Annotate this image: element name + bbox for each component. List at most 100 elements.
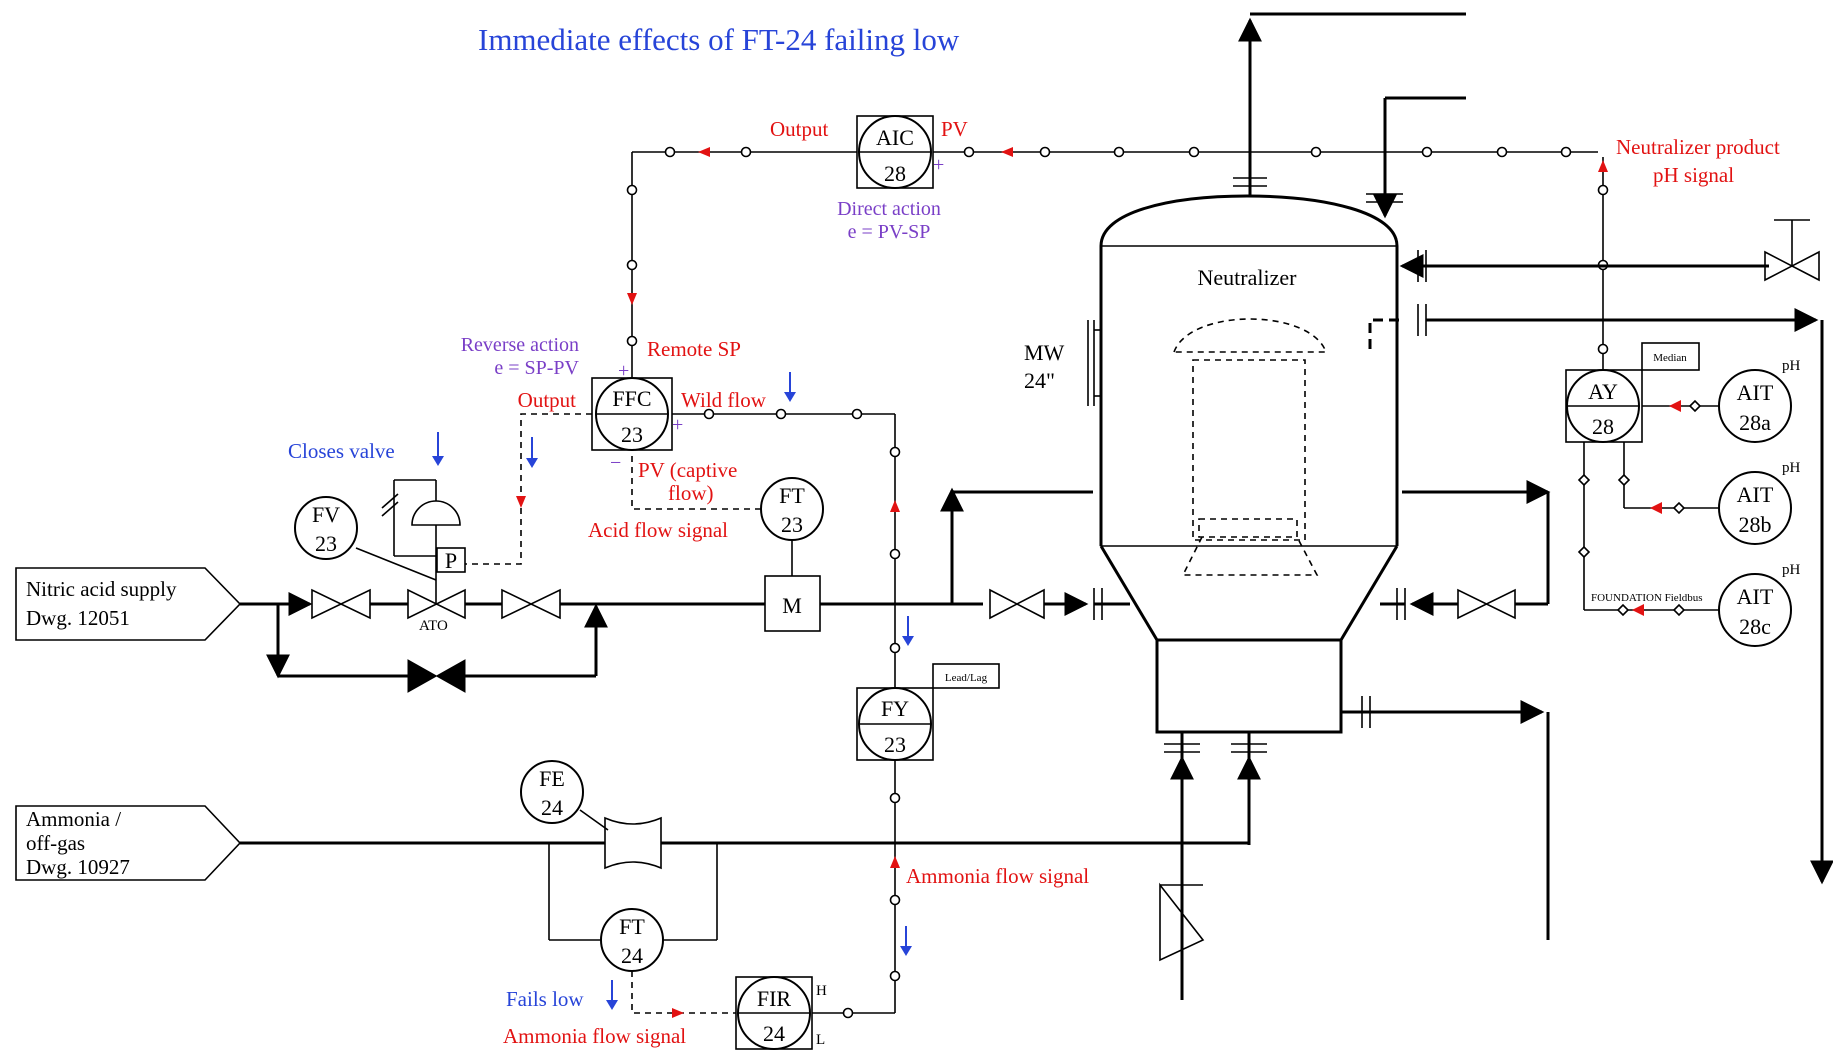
bottom-nozzles xyxy=(1159,732,1267,1000)
internal-sparger xyxy=(1198,518,1298,538)
ft23-letters: FT xyxy=(779,483,805,508)
fy-input-down-arrow-head xyxy=(902,636,914,646)
nitric-acid-pipe xyxy=(240,487,1130,679)
ffc23-letters: FFC xyxy=(612,386,651,411)
ffc-action-line2: e = SP-PV xyxy=(494,357,579,379)
ffc-plus-pv-side: + xyxy=(672,414,683,436)
top-outlet-pipe xyxy=(1233,12,1466,196)
ait28b-letters: AIT xyxy=(1737,482,1774,507)
nitric-acid-supply: Nitric acid supply Dwg. 12051 xyxy=(15,567,242,641)
gate-valve-downstream xyxy=(501,588,561,620)
fe24-number: 24 xyxy=(541,795,563,820)
aic28-letters: AIC xyxy=(876,125,914,150)
ph-signal-label-line1: Neutralizer product xyxy=(1616,135,1780,159)
internal-skirt xyxy=(1181,536,1319,576)
ffc-plus-sp: + xyxy=(618,360,629,382)
ait28a-unit: pH xyxy=(1782,358,1801,374)
ffc-output-down-arrow-head xyxy=(526,458,538,468)
fieldbus-links xyxy=(1577,399,1719,617)
fe24-letters: FE xyxy=(539,766,565,791)
instrument-ffc23: FFC 23 xyxy=(591,377,673,451)
instrument-ay28: AY 28 Median xyxy=(1565,342,1700,443)
instrument-aic28: AIC 28 xyxy=(856,115,934,189)
acid-flow-signal-label: Acid flow signal xyxy=(588,518,728,542)
top-inlet-pipe xyxy=(1366,96,1466,219)
aic-action-line2: e = PV-SP xyxy=(848,221,931,243)
fir24-high: H xyxy=(816,983,827,999)
manway: MW 24" xyxy=(1024,320,1101,406)
fails-low-label: Fails low xyxy=(506,987,584,1011)
fy23-number: 23 xyxy=(884,732,906,757)
ait28a-number: 28a xyxy=(1739,410,1771,435)
ait28c-number: 28c xyxy=(1739,614,1771,639)
ammonia-label-line3: Dwg. 10927 xyxy=(26,855,130,879)
closes-valve-arrow-head xyxy=(432,456,444,466)
ffc23-number: 23 xyxy=(621,422,643,447)
pv-captive-line2: flow) xyxy=(668,481,714,505)
ffc-output-arrow xyxy=(516,496,526,508)
aic-pv-label: PV xyxy=(941,117,968,141)
ammonia-label-line1: Ammonia / xyxy=(26,807,121,831)
control-valve-fv23 xyxy=(407,548,466,620)
ammonia-supply: Ammonia / off-gas Dwg. 10927 xyxy=(15,805,242,881)
instrument-ait28a: AIT 28a pH xyxy=(1718,358,1801,443)
ammonia-flow-signal-label-lower: Ammonia flow signal xyxy=(503,1024,686,1048)
aic-output-label: Output xyxy=(770,117,829,141)
fv23-letters: FV xyxy=(312,502,340,527)
bypass-valve-closed xyxy=(407,659,466,693)
valve-actuator xyxy=(381,479,461,557)
fails-low-arrow-head xyxy=(606,1000,618,1010)
right-outlet-pipe xyxy=(1368,304,1833,885)
instrument-ait28c: AIT 28c pH xyxy=(1718,562,1801,647)
ammonia-pipe xyxy=(240,800,1251,941)
ay28-letters: AY xyxy=(1588,379,1618,404)
motor-label: M xyxy=(782,593,802,618)
ft24-signal-arrow xyxy=(672,1008,684,1018)
ft24-number: 24 xyxy=(621,943,643,968)
neutralizer-label: Neutralizer xyxy=(1198,265,1298,290)
ffc-action-line1: Reverse action xyxy=(461,334,579,356)
ait28c-letters: AIT xyxy=(1737,584,1774,609)
manway-label: MW xyxy=(1024,340,1065,365)
remote-sp-label: Remote SP xyxy=(647,337,741,361)
side-recirc-loop xyxy=(1380,490,1550,620)
check-valve xyxy=(1159,882,1205,962)
wild-flow-label: Wild flow xyxy=(681,388,767,412)
instrument-ait28b: AIT 28b pH xyxy=(1718,460,1801,545)
diagram-title: Immediate effects of FT-24 failing low xyxy=(478,22,960,57)
ft24-to-fir-signal xyxy=(631,971,736,1014)
instrument-ft24: FT 24 xyxy=(600,908,664,972)
fir24-low: L xyxy=(816,1032,825,1048)
fir24-letters: FIR xyxy=(757,986,792,1011)
instrument-fir24: FIR 24 H L xyxy=(735,976,844,1050)
ait28c-unit: pH xyxy=(1782,562,1801,578)
instrument-fy23: FY 23 Lead/Lag xyxy=(856,663,1000,761)
instrument-fv23: FV 23 xyxy=(294,496,437,581)
fir24-number: 24 xyxy=(763,1021,785,1046)
manway-size: 24" xyxy=(1024,368,1055,393)
pv-captive-line1: PV (captive xyxy=(638,458,737,482)
ait28a-letters: AIT xyxy=(1737,380,1774,405)
aic-plus: + xyxy=(933,154,944,176)
ft24-letters: FT xyxy=(619,914,645,939)
ammonia-flow-signal-label-upper: Ammonia flow signal xyxy=(906,864,1089,888)
positioner-box: P xyxy=(436,547,466,573)
wild-flow-signal-line xyxy=(672,408,901,688)
ffc-minus: − xyxy=(610,452,621,474)
internal-dome xyxy=(1172,318,1328,353)
gate-valve-upstream xyxy=(311,588,371,620)
fy23-function: Lead/Lag xyxy=(945,672,988,684)
aic-action-line1: Direct action xyxy=(837,198,941,220)
positioner-label: P xyxy=(445,548,457,573)
aic28-number: 28 xyxy=(884,161,906,186)
ammonia-upper-down-arrow-head xyxy=(900,946,912,956)
wild-flow-down-arrow-head xyxy=(784,392,796,402)
fv23-number: 23 xyxy=(315,531,337,556)
internal-draft-tube xyxy=(1192,359,1306,541)
ammonia-source-box xyxy=(15,805,242,881)
ammonia-label-line2: off-gas xyxy=(26,831,85,855)
ft23-number: 23 xyxy=(781,512,803,537)
ph-signal-line xyxy=(933,146,1609,370)
flow-element-fe24: FE 24 xyxy=(520,760,662,870)
